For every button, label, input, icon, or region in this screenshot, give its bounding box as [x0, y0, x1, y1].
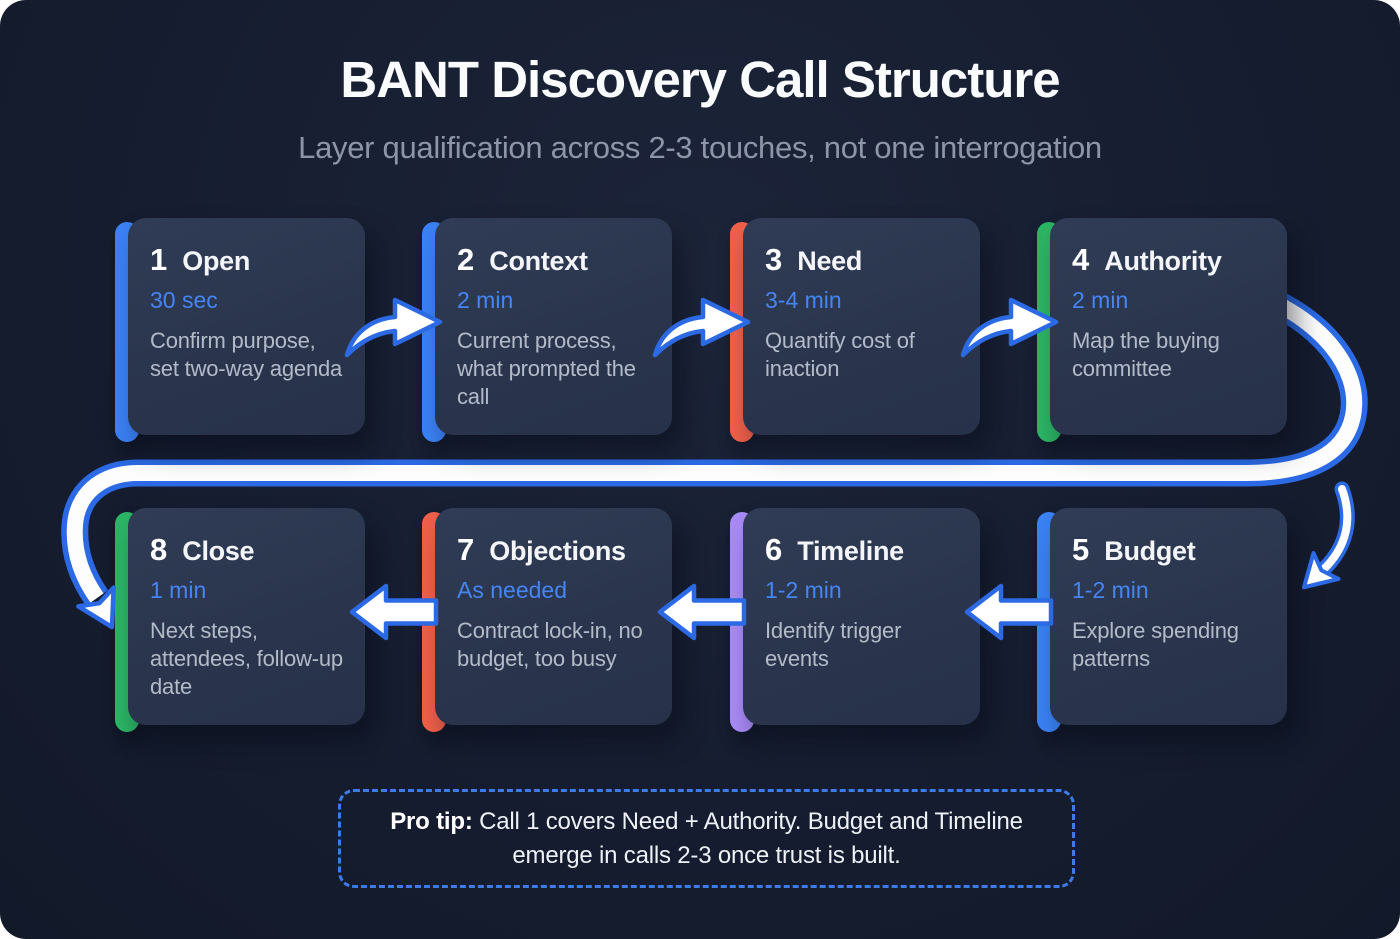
step-number: 6 — [765, 532, 783, 567]
step-description: Identify trigger events — [765, 618, 902, 671]
card-body: 5 Budget 1-2 min Explore spending pattern… — [1050, 508, 1287, 725]
step-number: 2 — [457, 242, 475, 277]
step-card-need: 3 Need 3-4 min Quantify cost of inaction — [730, 218, 980, 442]
card-body: 8 Close 1 min Next steps, attendees, foll… — [128, 508, 365, 725]
step-title: Context — [489, 246, 588, 276]
step-duration: 30 sec — [150, 287, 218, 313]
step-number: 5 — [1072, 532, 1090, 567]
step-description: Contract lock-in, no budget, too busy — [457, 618, 643, 671]
drop-arrow-outline — [1315, 481, 1355, 578]
pro-tip-text: Pro tip: Call 1 covers Need + Authority.… — [390, 808, 1023, 869]
step-title: Budget — [1104, 536, 1196, 566]
step-card-budget: 5 Budget 1-2 min Explore spending pattern… — [1037, 508, 1287, 732]
pro-tip-box: Pro tip: Call 1 covers Need + Authority.… — [338, 789, 1075, 888]
step-number: 7 — [457, 532, 475, 567]
card-body: 7 Objections As needed Contract lock-in, … — [435, 508, 672, 725]
step-number: 4 — [1072, 242, 1090, 277]
card-body: 4 Authority 2 min Map the buying committe… — [1050, 218, 1287, 435]
step-number: 1 — [150, 242, 168, 277]
drop-arrowhead-icon — [1291, 553, 1338, 600]
step-duration: 1-2 min — [1072, 577, 1149, 603]
drop-arrow-body — [1319, 485, 1352, 574]
step-duration: 1-2 min — [765, 577, 842, 603]
card-body: 1 Open 30 sec Confirm purpose, set two-wa… — [128, 218, 365, 435]
step-title: Need — [797, 246, 863, 276]
step-number: 8 — [150, 532, 168, 567]
page-subtitle: Layer qualification across 2-3 touches, … — [298, 130, 1102, 165]
step-description: Next steps, attendees, follow-up date — [150, 618, 343, 699]
step-title: Open — [182, 246, 251, 276]
step-description: Map the buying committee — [1072, 328, 1220, 381]
pro-tip-label: Pro tip: — [390, 808, 473, 836]
step-number: 3 — [765, 242, 783, 277]
step-description: Current process, what prompted the call — [457, 328, 636, 409]
step-duration: 2 min — [457, 287, 514, 313]
step-description: Confirm purpose, set two-way agenda — [150, 328, 343, 381]
step-description: Quantify cost of inaction — [765, 328, 915, 381]
card-body: 2 Context 2 min Current process, what pro… — [435, 218, 672, 435]
step-title: Timeline — [797, 536, 904, 566]
step-title: Objections — [489, 536, 626, 566]
step-title: Close — [182, 536, 255, 566]
step-duration: 2 min — [1072, 287, 1129, 313]
step-card-timeline: 6 Timeline 1-2 min Identify trigger event… — [730, 508, 980, 732]
step-card-objections: 7 Objections As needed Contract lock-in, … — [422, 508, 672, 732]
step-card-authority: 4 Authority 2 min Map the buying committe… — [1037, 218, 1287, 442]
step-duration: 1 min — [150, 577, 207, 603]
card-body: 6 Timeline 1-2 min Identify trigger event… — [743, 508, 980, 725]
step-duration: 3-4 min — [765, 287, 842, 313]
step-title: Authority — [1104, 246, 1222, 276]
card-body: 3 Need 3-4 min Quantify cost of inaction — [743, 218, 980, 435]
step-duration: As needed — [457, 577, 567, 603]
step-card-context: 2 Context 2 min Current process, what pro… — [422, 218, 672, 442]
page-title: BANT Discovery Call Structure — [340, 51, 1060, 108]
step-card-close: 8 Close 1 min Next steps, attendees, foll… — [115, 508, 365, 732]
step-description: Explore spending patterns — [1072, 618, 1239, 671]
step-card-open: 1 Open 30 sec Confirm purpose, set two-wa… — [115, 218, 365, 442]
